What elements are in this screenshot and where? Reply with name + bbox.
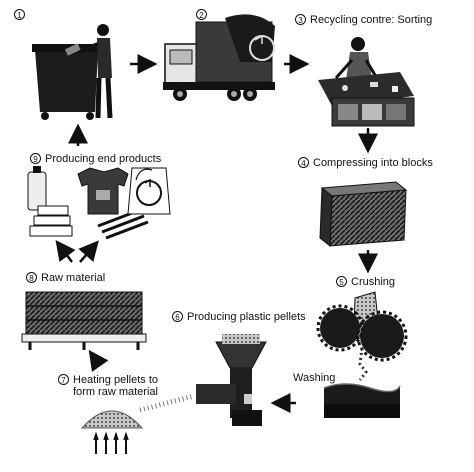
arrow-8-to-9-left bbox=[55, 240, 76, 263]
arrow-7-to-8 bbox=[88, 349, 109, 372]
washing-label: Washing bbox=[293, 372, 336, 384]
step3-illustration bbox=[318, 37, 415, 127]
step-9-text: Producing end products bbox=[45, 153, 162, 165]
step-5-number: 5 bbox=[336, 276, 347, 287]
step-8-text: Raw material bbox=[41, 272, 106, 284]
step-5-text: Crushing bbox=[351, 276, 396, 288]
step6-illustration bbox=[196, 334, 267, 426]
step-9-number: 9 bbox=[30, 153, 41, 164]
step-4-text: Compressing into blocks bbox=[313, 157, 433, 169]
washing-tank-illustration bbox=[323, 383, 401, 418]
step5-illustration bbox=[316, 291, 408, 381]
step-9-label: 9 Producing end products bbox=[30, 153, 161, 165]
step-4-label: 4 Compressing into blocks bbox=[298, 157, 433, 169]
step7-illustration bbox=[80, 393, 195, 454]
step-5-label: 5 Crushing bbox=[336, 276, 395, 288]
step8-illustration bbox=[21, 291, 147, 350]
step-2-number: 2 bbox=[196, 9, 207, 20]
step-4-number: 4 bbox=[298, 157, 309, 168]
step-6-text: Producing plastic pellets bbox=[187, 311, 306, 323]
step-6-label: 6 Producing plastic pellets bbox=[172, 311, 306, 323]
step9-illustration bbox=[27, 166, 171, 240]
step4-illustration bbox=[319, 181, 408, 248]
step-3-number: 3 bbox=[295, 14, 306, 25]
step-7-label: 7 Heating pellets to bbox=[58, 374, 158, 386]
step-7-text-line1: Heating pellets to bbox=[73, 374, 158, 386]
flow-arrows bbox=[55, 54, 378, 413]
step-3-label: 3 Recycling contre: Sorting bbox=[295, 14, 432, 26]
step-7-label-line2: form raw material bbox=[73, 386, 158, 398]
step-2-label: 2 bbox=[196, 9, 211, 21]
step-8-label: 8 Raw material bbox=[26, 272, 105, 284]
step2-illustration bbox=[163, 14, 275, 101]
step-3-text: Recycling contre: Sorting bbox=[310, 14, 433, 26]
step-1-number: 1 bbox=[14, 9, 25, 20]
step-7-text-line2: form raw material bbox=[73, 386, 158, 398]
step-8-number: 8 bbox=[26, 272, 37, 283]
arrow-8-to-9-right bbox=[78, 240, 99, 263]
step-7-number: 7 bbox=[58, 374, 69, 385]
step-6-number: 6 bbox=[172, 311, 183, 322]
step1-illustration bbox=[32, 24, 113, 120]
step-1-label: 1 bbox=[14, 9, 29, 21]
